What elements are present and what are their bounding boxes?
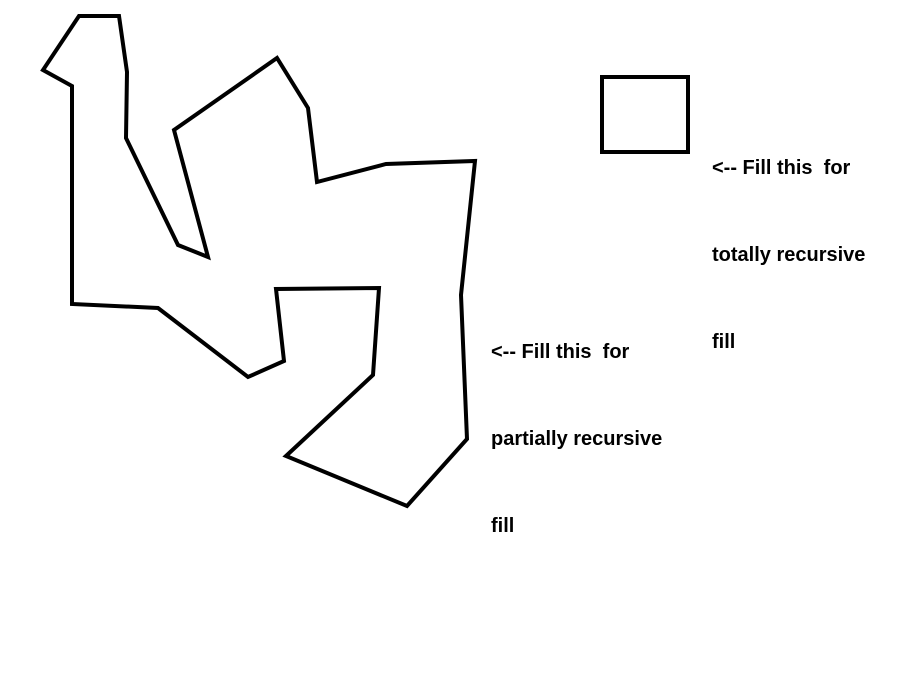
square-annotation-line-2: totally recursive	[712, 244, 866, 266]
polygon-fill-annotation: <-- Fill this for partially recursive fi…	[491, 280, 662, 599]
polygon-annotation-line-2: partially recursive	[491, 428, 663, 450]
square-annotation-line-1: <-- Fill this for	[712, 157, 851, 179]
square-fill-annotation: <-- Fill this for totally recursive fill	[712, 96, 865, 415]
irregular-polygon-outline[interactable]	[40, 14, 478, 509]
square-annotation-line-3: fill	[712, 331, 736, 353]
polygon-annotation-line-1: <-- Fill this for	[491, 341, 630, 363]
square-outline[interactable]	[600, 75, 690, 154]
polygon-annotation-line-3: fill	[491, 515, 515, 537]
